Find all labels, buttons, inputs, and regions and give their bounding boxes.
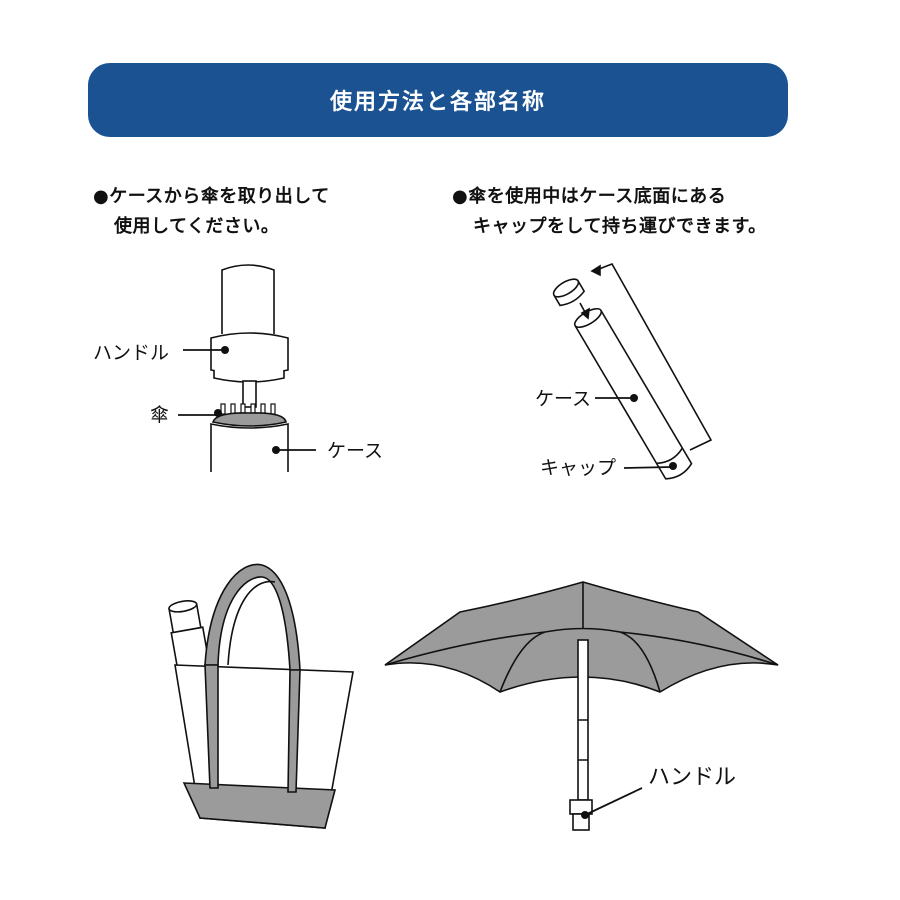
page-title: 使用方法と各部名称 (329, 90, 546, 115)
open-umbrella-illustration (384, 581, 779, 831)
instruction-right-line2: キャップをして持ち運びできます。 (473, 216, 767, 237)
leader-dots (214, 346, 677, 819)
title-banner: 使用方法と各部名称 (88, 63, 788, 137)
instruction-left-line2: 使用してください。 (114, 216, 280, 237)
label-cap: キャップ (540, 457, 616, 479)
instruction-left-line1: ●ケースから傘を取り出して (93, 186, 330, 207)
label-handle-top: ハンドル (93, 342, 169, 364)
case-with-cap-illustration (552, 263, 713, 480)
folded-umbrella-illustration (210, 264, 289, 472)
label-case-right: ケース (535, 388, 591, 410)
instruction-right: ●傘を使用中はケース底面にある キャップをして持ち運びできます。 (452, 182, 767, 242)
label-umbrella: 傘 (150, 404, 169, 426)
leader-lines (178, 349, 673, 816)
label-case-left: ケース (327, 440, 383, 462)
instruction-left: ●ケースから傘を取り出して 使用してください。 (93, 182, 330, 242)
tote-bag-illustration (168, 563, 354, 829)
instruction-right-line1: ●傘を使用中はケース底面にある (452, 186, 727, 207)
label-handle-bottom: ハンドル (648, 765, 736, 790)
